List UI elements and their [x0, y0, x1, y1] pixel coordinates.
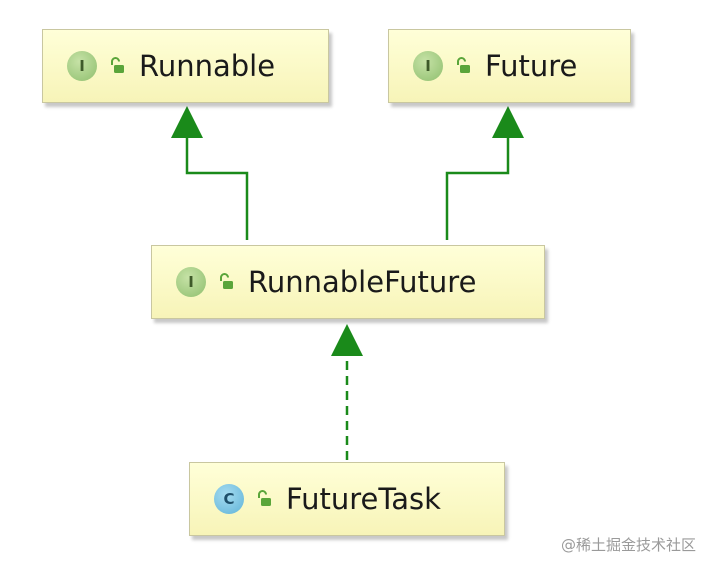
- node-label-runnablefuture: RunnableFuture: [248, 265, 477, 299]
- node-future[interactable]: I Future: [388, 29, 631, 103]
- watermark-text: @稀土掘金技术社区: [560, 536, 696, 554]
- node-runnablefuture[interactable]: I RunnableFuture: [151, 245, 545, 319]
- edge-runnablefuture-to-runnable: [185, 138, 249, 240]
- unlocked-padlock-icon: [457, 57, 470, 73]
- node-label-runnable: Runnable: [139, 49, 276, 83]
- unlocked-padlock-icon: [220, 273, 233, 289]
- arrowhead-runnable: [171, 106, 203, 138]
- unlocked-padlock-icon: [111, 57, 124, 73]
- unlocked-padlock-icon: [258, 490, 271, 506]
- node-label-future: Future: [485, 49, 578, 83]
- arrowhead-runnablefuture: [331, 324, 363, 356]
- class-badge-icon: C: [214, 484, 244, 514]
- interface-badge-icon: I: [176, 267, 206, 297]
- edge-runnablefuture-to-future: [445, 138, 510, 240]
- node-runnable[interactable]: I Runnable: [42, 29, 329, 103]
- node-futuretask[interactable]: C FutureTask: [189, 462, 505, 536]
- interface-badge-icon: I: [67, 51, 97, 81]
- interface-badge-icon: I: [413, 51, 443, 81]
- node-label-futuretask: FutureTask: [286, 482, 441, 516]
- arrowhead-future: [492, 106, 524, 138]
